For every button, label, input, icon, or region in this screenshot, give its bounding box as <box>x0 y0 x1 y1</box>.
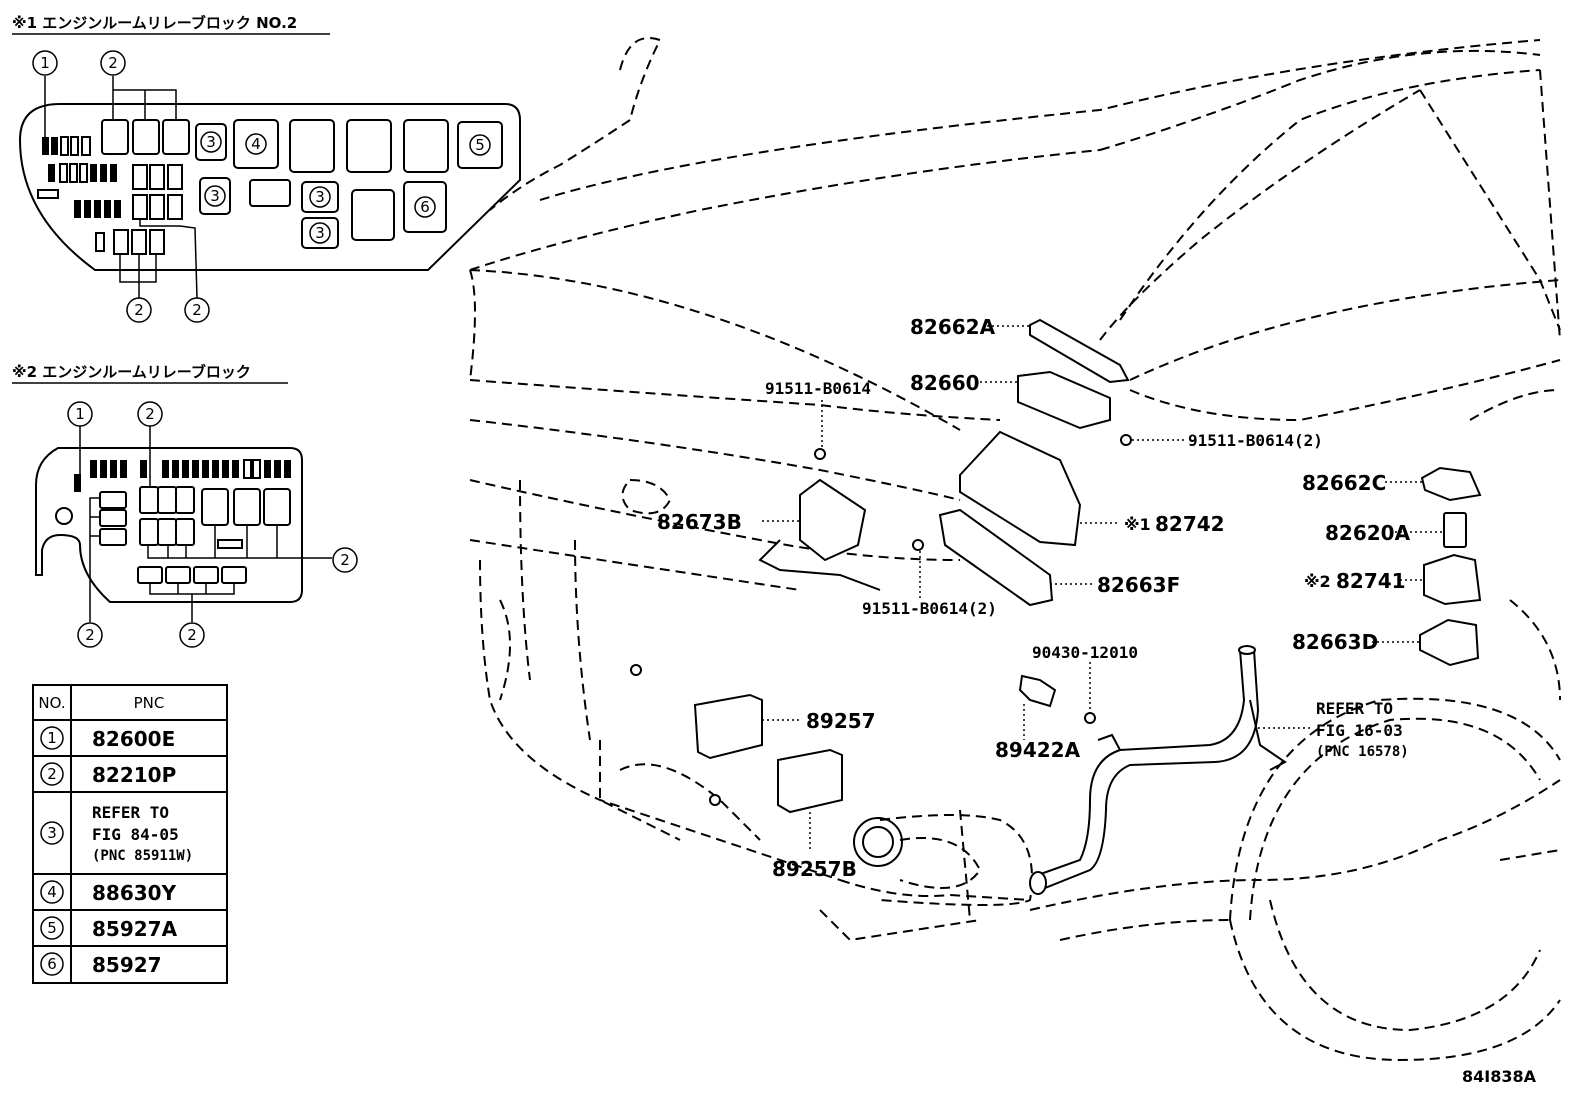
table-row-pnc: 88630Y <box>92 881 177 905</box>
label-82742-mark: ※1 <box>1124 515 1151 534</box>
label-91511-top: 91511-B0614 <box>765 379 871 398</box>
callout-5: 5 <box>475 136 485 154</box>
label-82620a: 82620A <box>1325 521 1411 545</box>
label-refer-line2: FIG 16-03 <box>1316 721 1403 740</box>
part-82663d-shape <box>1419 618 1480 667</box>
callout-3: 3 <box>210 187 220 205</box>
vehicle-outline <box>469 37 1561 1062</box>
label-82741: 82741 <box>1336 569 1406 593</box>
table-row-no: 6 <box>47 955 57 973</box>
label-91511-bottom: 91511-B0614(2) <box>862 599 997 618</box>
part-89257b-shape <box>777 748 843 814</box>
part-82660-shape <box>1017 370 1111 430</box>
label-82662a: 82662A <box>910 315 996 339</box>
label-82742: 82742 <box>1155 512 1225 536</box>
label-82741-mark: ※2 <box>1304 572 1331 591</box>
table-row-no: 5 <box>47 919 57 937</box>
callout-2: 2 <box>340 551 350 569</box>
part-89422a-shape <box>1018 674 1057 708</box>
callout-3: 3 <box>315 224 325 242</box>
block2-callouts: 1 2 2 2 2 <box>67 401 358 648</box>
relay-block: ※2 エンジンルームリレーブロック <box>12 363 358 648</box>
block1-outline <box>18 103 521 271</box>
label-89422a: 89422A <box>995 738 1081 762</box>
block2-leaders <box>79 426 332 622</box>
part-82741-shape <box>1423 553 1482 606</box>
block2-outline <box>35 447 303 603</box>
label-82663f: 82663F <box>1097 573 1180 597</box>
block1-relays <box>101 119 503 255</box>
table-row-no: 4 <box>47 883 57 901</box>
part-82620a-shape <box>1443 512 1467 548</box>
label-82673b: 82673B <box>657 510 742 534</box>
callout-6: 6 <box>420 198 430 216</box>
table-row-pnc: 85927 <box>92 953 162 977</box>
part-82742-shape <box>959 430 1082 547</box>
table-header-pnc: PNC <box>134 694 165 712</box>
label-leaders <box>762 325 1444 852</box>
diagram-code: 84I838A <box>1462 1067 1537 1086</box>
callout-2: 2 <box>85 626 95 644</box>
callout-2: 2 <box>192 301 202 319</box>
callout-2: 2 <box>145 405 155 423</box>
parts <box>630 318 1482 895</box>
callout-4: 4 <box>251 135 261 153</box>
part-82673b-shape <box>799 478 867 562</box>
table-row-no: 1 <box>47 729 57 747</box>
callout-3: 3 <box>206 133 216 151</box>
table-row-no: 3 <box>47 824 57 842</box>
block1-title: ※1 エンジンルームリレーブロック NO.2 <box>12 14 297 32</box>
callout-2: 2 <box>108 54 118 72</box>
label-82660: 82660 <box>910 371 980 395</box>
block2-bolt <box>55 507 73 525</box>
table-row-pnc: 82210P <box>92 763 176 787</box>
label-refer-line3: (PNC 16578) <box>1316 744 1409 760</box>
table-row-pnc-line3: (PNC 85911W) <box>92 848 193 864</box>
label-82663d: 82663D <box>1292 630 1378 654</box>
part-82663f-shape <box>938 508 1054 607</box>
block1-callouts: 1 2 2 2 3 3 3 3 4 5 6 <box>32 50 491 323</box>
table-row-no: 2 <box>47 765 57 783</box>
callout-2: 2 <box>187 626 197 644</box>
label-89257: 89257 <box>806 709 876 733</box>
label-91511-right: 91511-B0614(2) <box>1188 431 1323 450</box>
relay-block-no2: ※1 エンジンルームリレーブロック NO.2 <box>12 14 521 323</box>
callout-3: 3 <box>315 188 325 206</box>
pnc-table: NO. PNC 1 82600E 2 82210P 3 REFER TO FIG… <box>32 684 228 984</box>
part-labels: 82662A 82660 91511-B0614 91511-B0614(2) … <box>657 315 1411 881</box>
block2-fuses <box>74 459 291 492</box>
label-89257b: 89257B <box>772 857 857 881</box>
table-row-pnc: 85927A <box>92 917 178 941</box>
callout-1: 1 <box>75 405 85 423</box>
block1-leaders <box>44 76 198 299</box>
part-82662c-shape <box>1420 466 1482 502</box>
label-90430: 90430-12010 <box>1032 643 1138 662</box>
table-row-pnc-line2: FIG 84-05 <box>92 825 179 844</box>
callout-2: 2 <box>134 301 144 319</box>
block2-title: ※2 エンジンルームリレーブロック <box>12 363 251 381</box>
part-82662a-shape <box>1029 318 1130 384</box>
block2-relays <box>99 486 291 584</box>
label-82662c: 82662C <box>1302 471 1386 495</box>
block1-fuses <box>37 136 121 252</box>
table-header-no: NO. <box>38 694 65 712</box>
table-row-pnc: 82600E <box>92 727 175 751</box>
part-89257-shape <box>693 693 763 760</box>
label-refer-line1: REFER TO <box>1316 699 1393 718</box>
callout-1: 1 <box>40 54 50 72</box>
hose-shape <box>1034 649 1246 877</box>
table-row-pnc-line1: REFER TO <box>92 803 169 822</box>
